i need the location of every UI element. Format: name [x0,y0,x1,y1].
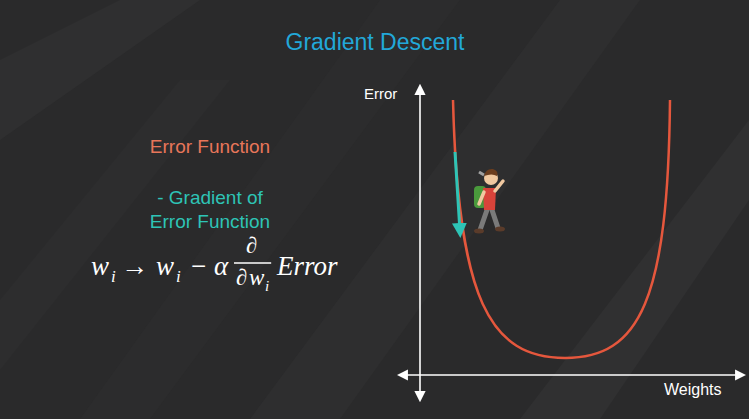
formula-symbol: ∂ [246,234,257,257]
formula-symbol: α [214,253,228,280]
hiker-figure [474,169,505,234]
formula-symbol: w [249,266,264,289]
slide-title: Gradient Descent [286,31,465,54]
fraction-bar [234,262,271,263]
error-axis [419,86,421,400]
error-curve [453,100,670,358]
formula-symbol: Error [277,253,338,280]
term-label: - Gradient of Error Function [135,186,285,234]
term-label: Error Function [150,137,270,156]
formula-symbol: w [91,253,109,280]
axis-label: Error [364,86,397,101]
formula-symbol: w [156,253,174,280]
formula-subscript: i [176,268,181,285]
axis-label: Weights [664,382,722,398]
formula-symbol: − [191,253,206,280]
formula-subscript: i [111,268,116,285]
formula-symbol: ∂ [236,266,247,289]
formula-subscript: i [265,279,269,294]
gradient-arrow [455,152,460,232]
formula-symbol: → [121,253,148,280]
weights-axis [399,374,744,376]
